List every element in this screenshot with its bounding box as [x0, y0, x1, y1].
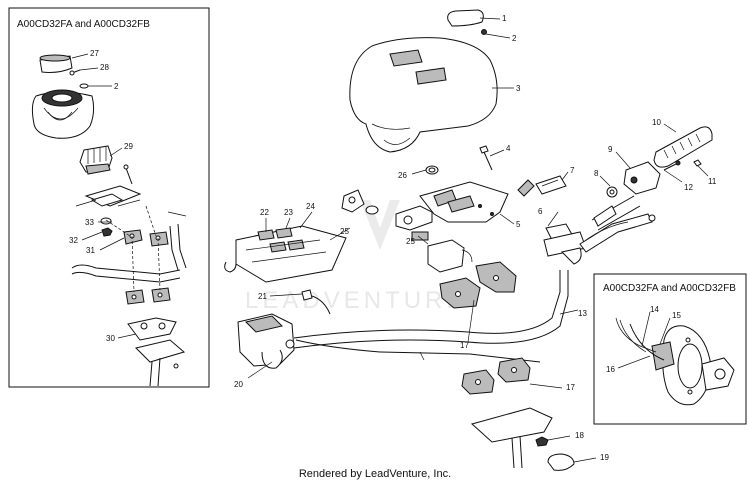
part-25-switch: [411, 231, 473, 273]
right-inset: A00CD32FA and A00CD32FB 14 15 16: [593, 273, 747, 425]
part-18-nut: [535, 436, 549, 447]
callout-4: 4: [506, 144, 511, 153]
part-3-pod-cover: [349, 37, 498, 153]
part-33-washer: [100, 217, 112, 225]
part-26-grommet: [425, 165, 439, 175]
lower-clamps: [125, 287, 171, 305]
callout-2-left: 2: [114, 82, 119, 91]
callout-6: 6: [538, 207, 543, 216]
callout-32: 32: [69, 236, 78, 245]
right-inset-leaders: [617, 311, 671, 369]
right-inset-frame: [593, 273, 747, 425]
part-12-bolt: [663, 160, 681, 171]
part-21-wire: [301, 289, 331, 315]
callout-12: 12: [684, 183, 693, 192]
main-handlebar: [293, 270, 569, 363]
callout-25-right: 25: [406, 237, 415, 246]
callout-9: 9: [608, 145, 613, 154]
pod-housing: [31, 89, 95, 139]
part-22-24-switch-panel: [224, 225, 347, 283]
mount-plate-left: [135, 339, 186, 387]
callout-16: 16: [606, 365, 615, 374]
callout-21: 21: [258, 292, 267, 301]
callout-25-left: 25: [340, 227, 349, 236]
callout-23: 23: [284, 208, 293, 217]
main-leaders: [247, 17, 709, 463]
steering-plate: [470, 407, 553, 469]
callout-13: 13: [578, 309, 587, 318]
left-inset: A00CD32FA and A00CD32FB: [8, 7, 210, 388]
bolt-29: [125, 167, 133, 185]
callout-15: 15: [672, 311, 681, 320]
callout-30: 30: [106, 334, 115, 343]
part-28-screw: [69, 69, 81, 76]
callout-11: 11: [708, 177, 717, 186]
part-32-nut: [101, 227, 113, 237]
left-inset-leaders: [71, 53, 137, 339]
callout-29: 29: [124, 142, 133, 151]
callout-17-lower: 17: [566, 383, 575, 392]
switch-connector-upper: [341, 189, 379, 215]
callout-3: 3: [516, 84, 521, 93]
part-11-screw: [693, 159, 702, 167]
callout-5: 5: [516, 220, 521, 229]
callout-18: 18: [575, 431, 584, 440]
callout-17-upper: 17: [460, 341, 469, 350]
part-4-bolt: [479, 145, 493, 171]
callout-10: 10: [652, 118, 661, 127]
callout-33: 33: [85, 218, 94, 227]
callout-27: 27: [90, 49, 99, 58]
part-29-connector: [79, 145, 113, 175]
part-9-throttle: [623, 161, 661, 195]
part-27-cap: [39, 54, 73, 73]
brake-disc-assembly: [615, 317, 735, 406]
callout-14: 14: [650, 305, 659, 314]
part-31-clamps: [123, 229, 169, 247]
right-lever: [579, 213, 656, 253]
callout-20: 20: [234, 380, 243, 389]
callout-7: 7: [570, 166, 575, 175]
part-8-clamp: [606, 186, 618, 198]
part-7-connector: [517, 175, 567, 197]
part-17-lower-clamps: [461, 357, 531, 395]
part-20-left-control: [237, 313, 295, 369]
left-inset-frame: [8, 7, 210, 388]
pod-bracket: [75, 185, 142, 207]
callout-19: 19: [600, 453, 609, 462]
right-handlebar-tube: [591, 195, 641, 231]
part-5-bracket: [395, 181, 509, 231]
part-10-grip: [653, 126, 713, 168]
callout-2: 2: [512, 34, 517, 43]
callout-1: 1: [502, 14, 507, 23]
main-assembly: 1 2 3 4 5 6 7 8 9 10 11 12 13 17 17 18 1…: [224, 9, 717, 471]
part-2-washer: [79, 83, 89, 89]
left-inset-title: A00CD32FA and A00CD32FB: [17, 19, 150, 30]
part-30-holder: [127, 317, 177, 341]
callout-22: 22: [260, 208, 269, 217]
callout-24: 24: [306, 202, 315, 211]
left-handlebar: [71, 211, 187, 283]
callout-26: 26: [398, 171, 407, 180]
part-1-pad: [447, 9, 484, 27]
callout-31: 31: [86, 246, 95, 255]
watermark-text: LEADVENTURE: [245, 287, 466, 314]
part-2-screw: [481, 29, 487, 35]
part-17-upper-clamps: [439, 261, 517, 309]
part-19-clamp: [547, 453, 575, 471]
right-inset-title: A00CD32FA and A00CD32FB: [603, 283, 736, 294]
footer-credit: Rendered by LeadVenture, Inc.: [298, 468, 452, 480]
callout-8: 8: [594, 169, 599, 178]
callout-28: 28: [100, 63, 109, 72]
